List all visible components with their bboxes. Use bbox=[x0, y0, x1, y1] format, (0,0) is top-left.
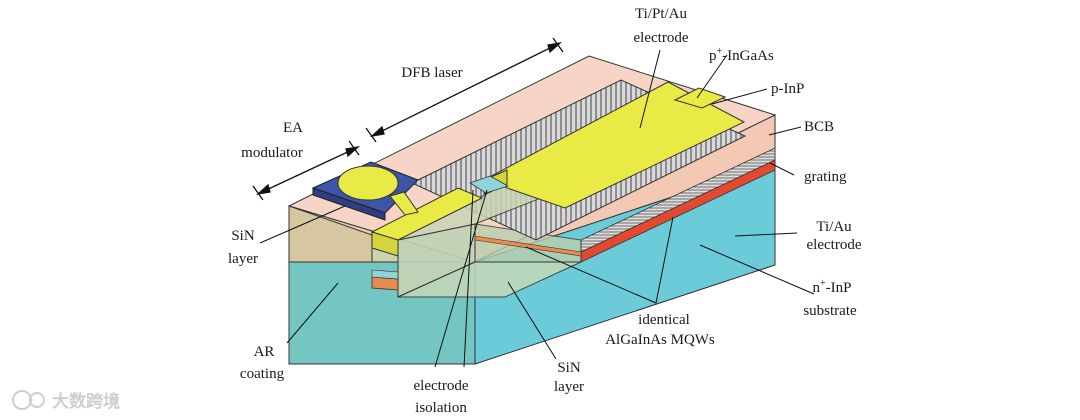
electrode-isolation-label-line1: electrode bbox=[414, 378, 469, 394]
p-ingaas-prefix: p bbox=[709, 48, 717, 64]
dfb-laser-arrow bbox=[365, 37, 564, 143]
tiptau-label-line2: electrode bbox=[634, 30, 689, 46]
n-inp-label: n+-InP bbox=[813, 278, 852, 296]
pinp-window bbox=[469, 175, 510, 194]
sin-left-label-line1: SiN bbox=[231, 228, 255, 244]
p-ingaas-label: p+-InGaAs bbox=[709, 46, 774, 64]
tiptau-label-line1: Ti/Pt/Au bbox=[635, 6, 687, 22]
dfb-laser-label: DFB laser bbox=[401, 65, 462, 81]
sin-left-label-line2: layer bbox=[228, 251, 258, 267]
mqw-cyan-front bbox=[371, 269, 399, 280]
n-inp-sup: + bbox=[820, 278, 826, 289]
n-inp-suffix: -InP bbox=[826, 280, 852, 296]
watermark-logo-icon bbox=[12, 390, 32, 410]
ea-bond-pad bbox=[337, 165, 399, 201]
tiau-label-line2: electrode bbox=[807, 237, 862, 253]
p-ingaas-cap bbox=[673, 87, 727, 109]
tiau-label-line1: Ti/Au bbox=[816, 219, 852, 235]
tiptau-electrode bbox=[482, 81, 746, 209]
ea-modulator-label-line1: EA bbox=[283, 120, 303, 136]
ea-pad-connector bbox=[389, 191, 419, 216]
substrate-label: substrate bbox=[803, 303, 857, 319]
identical-label: identical bbox=[638, 312, 690, 328]
sin-bottom-label-line1: SiN bbox=[557, 360, 581, 376]
p-ingaas-sup: + bbox=[717, 46, 723, 57]
sin-bottom-label-line2: layer bbox=[554, 379, 584, 395]
p-inp-label: p-InP bbox=[771, 81, 804, 97]
mqws-label: AlGaInAs MQWs bbox=[605, 332, 715, 348]
ea-pad-side bbox=[312, 187, 386, 221]
leader-lines bbox=[259, 49, 815, 368]
n-inp-prefix: n bbox=[813, 280, 821, 296]
electrode-isolation-label-line2: isolation bbox=[415, 400, 467, 416]
ar-coating-label-line2: coating bbox=[240, 366, 285, 382]
ea-electrode-front bbox=[371, 231, 399, 257]
p-ingaas-suffix: -InGaAs bbox=[722, 48, 774, 64]
mqw-orange-mesa bbox=[474, 235, 582, 257]
ea-modulator-label-line2: modulator bbox=[241, 145, 303, 161]
watermark: 大数跨境 bbox=[12, 390, 120, 412]
grating-label: grating bbox=[804, 169, 847, 185]
bcb-label: BCB bbox=[804, 119, 834, 135]
watermark-text: 大数跨境 bbox=[52, 391, 120, 412]
ea-modulator-arrow bbox=[252, 140, 361, 201]
ar-coating-label-line1: AR bbox=[254, 344, 275, 360]
